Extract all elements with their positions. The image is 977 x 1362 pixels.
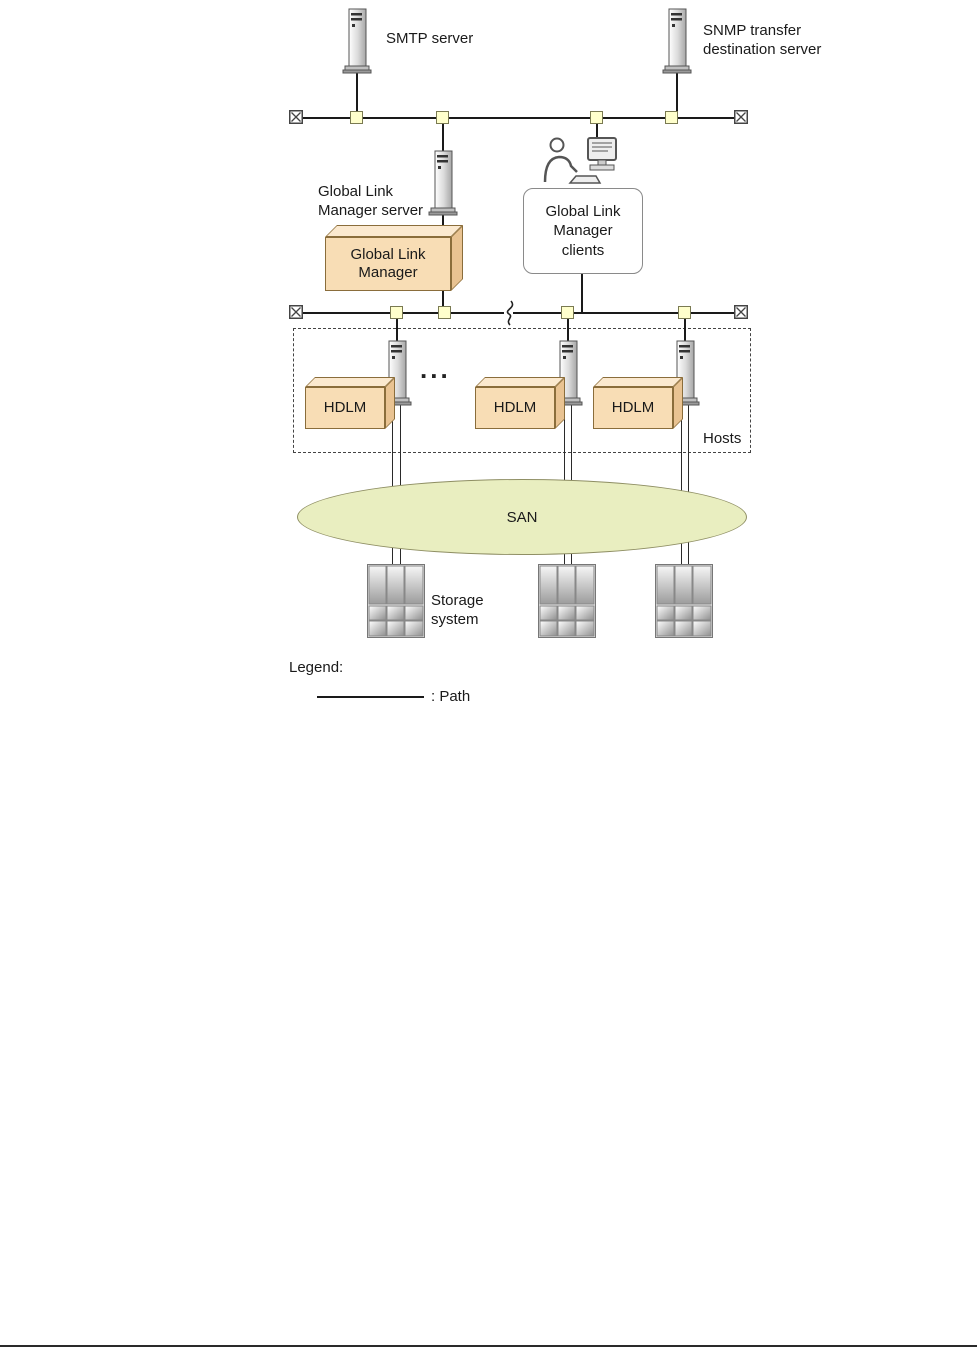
snmp-server-icon (662, 8, 692, 74)
smtp-server-icon (342, 8, 372, 74)
lan1-node-smtp (350, 111, 363, 124)
hdlm1-label: HDLM (305, 387, 385, 429)
storage-system-icon-1 (367, 564, 425, 638)
glm-box-label: Global Link Manager (325, 237, 451, 291)
more-hosts-ellipsis: ... (420, 354, 451, 384)
snmp-drop-line (676, 73, 678, 113)
smtp-server-label: SMTP server (386, 30, 474, 47)
lan2-node-host2 (561, 306, 574, 319)
hdlm-box-3: HDLM (593, 377, 683, 429)
lan1-right-x-node-icon (734, 110, 748, 124)
lan2-node-host3 (678, 306, 691, 319)
hosts-group-rect (293, 328, 751, 453)
glm-drop-line-upper (442, 123, 444, 152)
glm-clients-box: Global Link Manager clients (523, 188, 643, 274)
glm-server-label: Global Link Manager server (318, 183, 424, 219)
host3-path-line-b (688, 404, 690, 567)
snmp-server-label: SNMP transfer destination server (703, 22, 822, 58)
glm-box-top-face (325, 225, 463, 237)
lan2-node-glm (438, 306, 451, 319)
storage-system-label: Storage system (431, 592, 484, 628)
lan1-node-snmp (665, 111, 678, 124)
hdlm2-label: HDLM (475, 387, 555, 429)
lan2-right-x-node-icon (734, 305, 748, 319)
lan2-break-squiggle-icon (504, 299, 514, 327)
legend-path-line (317, 696, 424, 698)
hdlm2-top-face (475, 377, 565, 387)
hdlm-box-2: HDLM (475, 377, 565, 429)
clients-drop-line-lower (581, 272, 583, 313)
host1-drop-line (396, 318, 398, 342)
legend-title: Legend: (289, 659, 344, 676)
storage-system-icon-3 (655, 564, 713, 638)
host3-path-line-a (680, 404, 682, 567)
lan2-left-x-node-icon (289, 305, 303, 319)
glm-server-icon (428, 150, 458, 216)
smtp-drop-line (356, 73, 358, 113)
lan1-node-clients (590, 111, 603, 124)
legend-path-label: : Path (431, 688, 471, 705)
lan2-node-host1 (390, 306, 403, 319)
hdlm3-top-face (593, 377, 683, 387)
lan1-node-glm (436, 111, 449, 124)
san-ellipse: SAN (297, 479, 747, 555)
glm-box-side-face (451, 225, 463, 291)
clients-drop-line-upper (596, 123, 598, 143)
hdlm3-label: HDLM (593, 387, 673, 429)
lan1-left-x-node-icon (289, 110, 303, 124)
clients-user-at-computer-icon (540, 136, 628, 188)
page-bottom-rule (0, 1345, 977, 1347)
hdlm-box-1: HDLM (305, 377, 395, 429)
hosts-label: Hosts (703, 430, 742, 447)
lan1-line (296, 117, 744, 119)
global-link-manager-box: Global Link Manager (325, 225, 463, 291)
lan2-line (296, 312, 744, 314)
hdlm1-top-face (305, 377, 395, 387)
host2-drop-line (567, 318, 569, 342)
storage-system-icon-2 (538, 564, 596, 638)
host3-drop-line (684, 318, 686, 342)
